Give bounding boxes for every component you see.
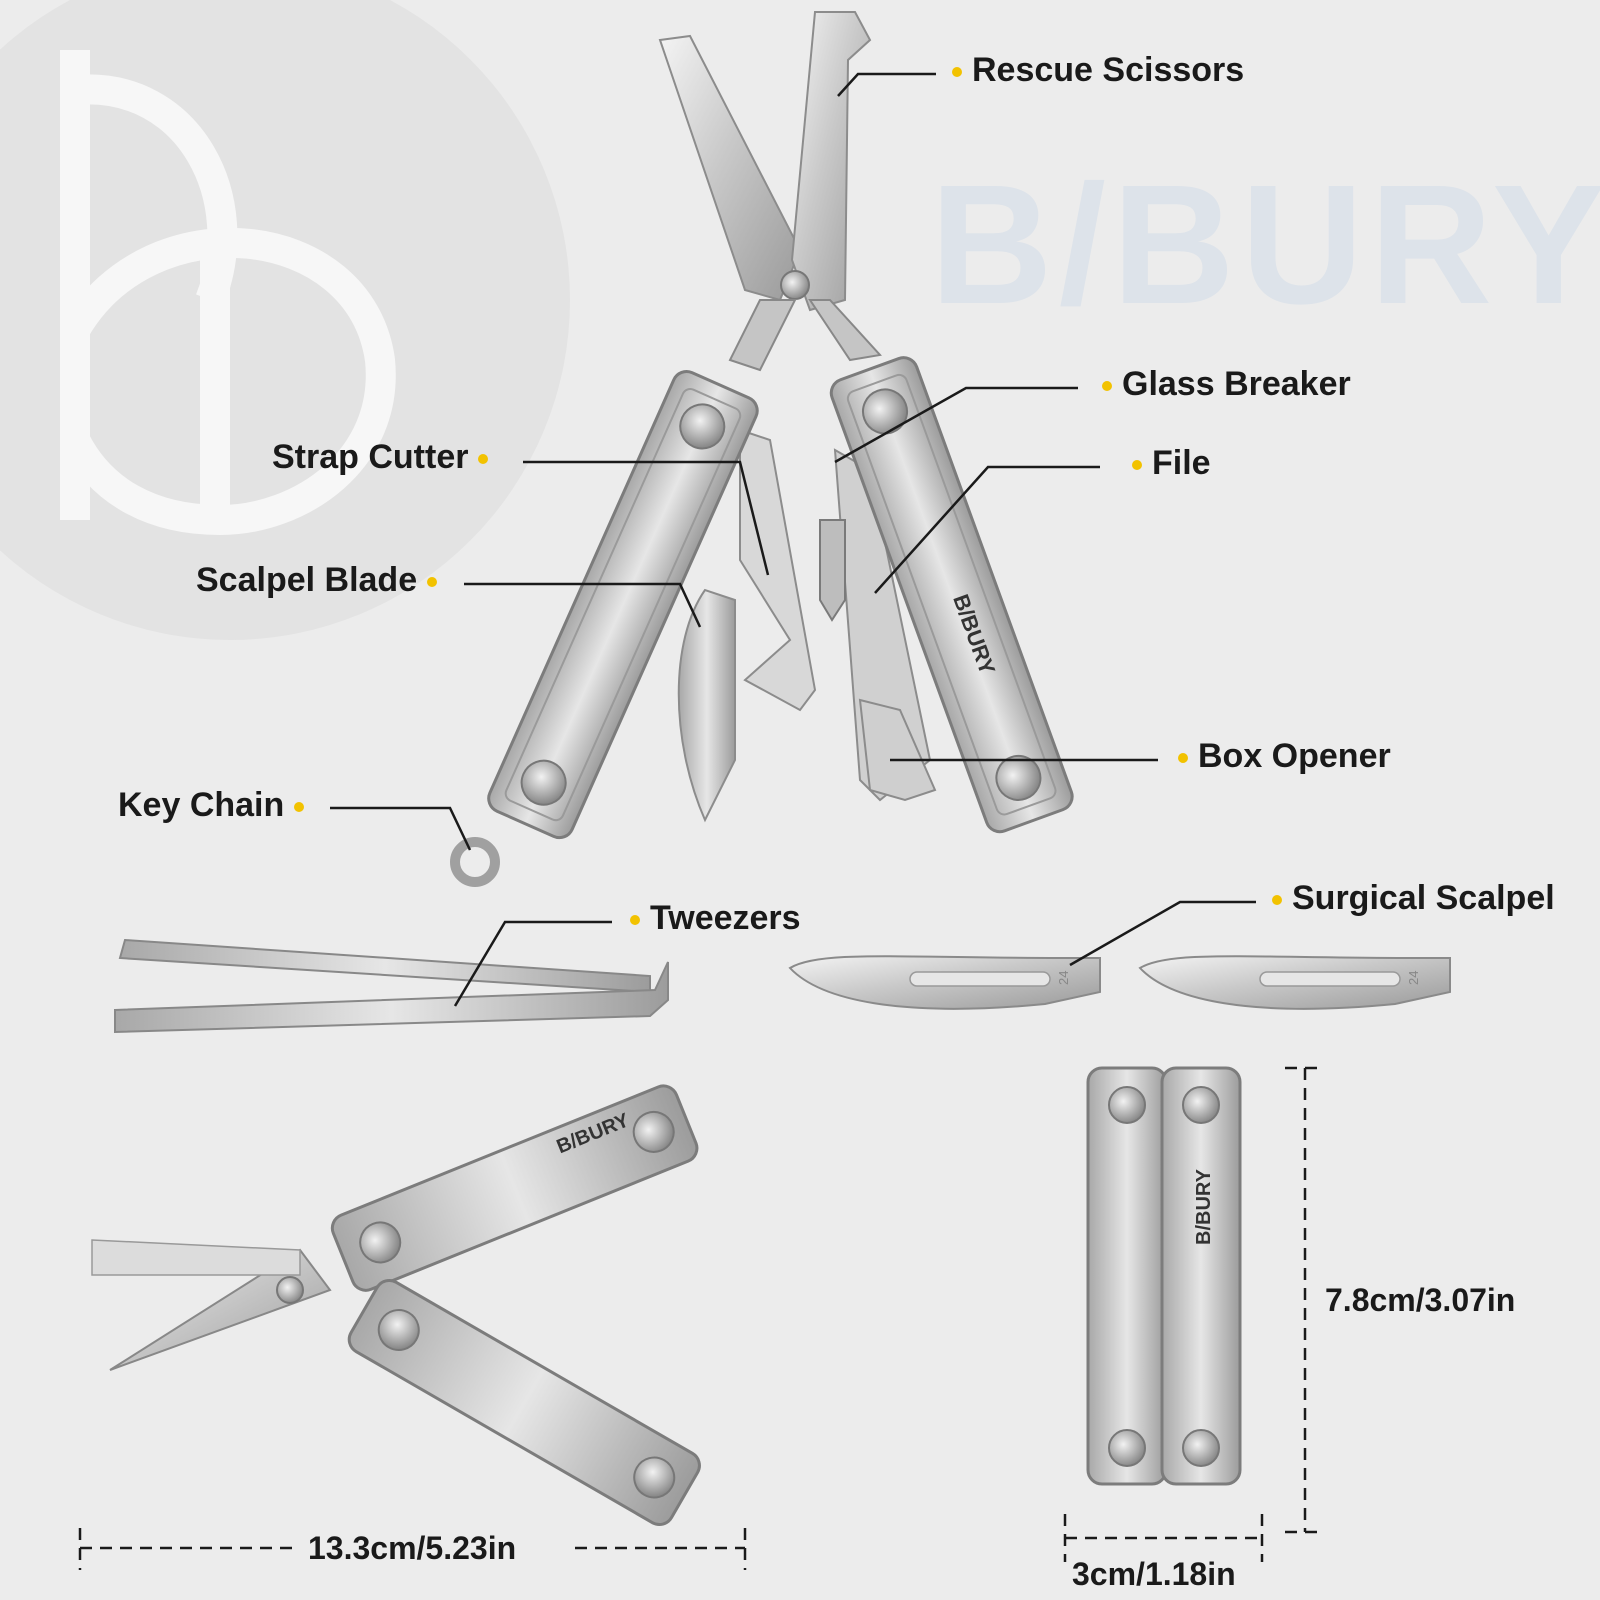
scissor-pivot-screw xyxy=(780,270,810,300)
handle-brand-logo-3: B/BURY xyxy=(1193,1168,1215,1245)
label-file: File xyxy=(1122,443,1211,483)
glass-breaker-tool xyxy=(819,519,846,622)
tweezers-illustration xyxy=(114,938,669,1034)
bullet-dot xyxy=(1102,381,1112,392)
bullet-dot xyxy=(630,915,640,926)
bullet-dot xyxy=(952,67,962,78)
dimension-width: 3cm/1.18in xyxy=(1072,1556,1236,1592)
left-handle xyxy=(487,369,759,840)
background-monogram-circle xyxy=(0,0,570,640)
label-scalpel-blade: Scalpel Blade xyxy=(196,560,447,600)
scalpel-blade-tool xyxy=(677,588,736,823)
strap-cutter-tool xyxy=(739,428,817,712)
dimension-lines xyxy=(78,1066,1325,1570)
bullet-dot xyxy=(427,577,438,588)
box-opener-tool xyxy=(858,698,937,802)
bullet-dot xyxy=(1272,895,1282,906)
right-handle: B/BURY xyxy=(829,356,1074,834)
scissor-blade-right xyxy=(790,11,872,312)
multitool-closed: B/BURY xyxy=(1086,1066,1242,1486)
key-chain-ring xyxy=(450,837,500,887)
dimension-height: 7.8cm/3.07in xyxy=(1325,1282,1516,1318)
surgical-scalpel-1: 24 xyxy=(788,955,1101,1010)
surgical-scalpel-2: 24 xyxy=(1138,955,1451,1010)
scalpel-number-1: 24 xyxy=(1056,971,1071,985)
background-monogram-icon xyxy=(60,50,396,536)
label-glass-breaker: Glass Breaker xyxy=(1092,364,1351,404)
callout-lines xyxy=(330,72,1256,1007)
label-tweezers: Tweezers xyxy=(620,898,801,938)
label-box-opener: Box Opener xyxy=(1168,736,1391,776)
brand-watermark: B/BURY xyxy=(930,150,1600,340)
label-key-chain: Key Chain xyxy=(118,785,314,825)
scalpel-number-2: 24 xyxy=(1406,971,1421,985)
bullet-dot xyxy=(1132,460,1142,471)
label-surgical-scalpel: Surgical Scalpel xyxy=(1262,878,1555,918)
bullet-dot xyxy=(478,454,489,465)
multitool-scissors-view: B/BURY xyxy=(91,1084,701,1527)
bullet-dot xyxy=(1178,753,1188,764)
multitool-open: B/BURY xyxy=(450,11,1074,887)
bullet-dot xyxy=(294,802,305,813)
label-rescue-scissors: Rescue Scissors xyxy=(942,50,1244,90)
label-strap-cutter: Strap Cutter xyxy=(272,437,498,477)
dimension-length: 13.3cm/5.23in xyxy=(308,1530,517,1566)
scissor-blade-left xyxy=(658,34,802,302)
